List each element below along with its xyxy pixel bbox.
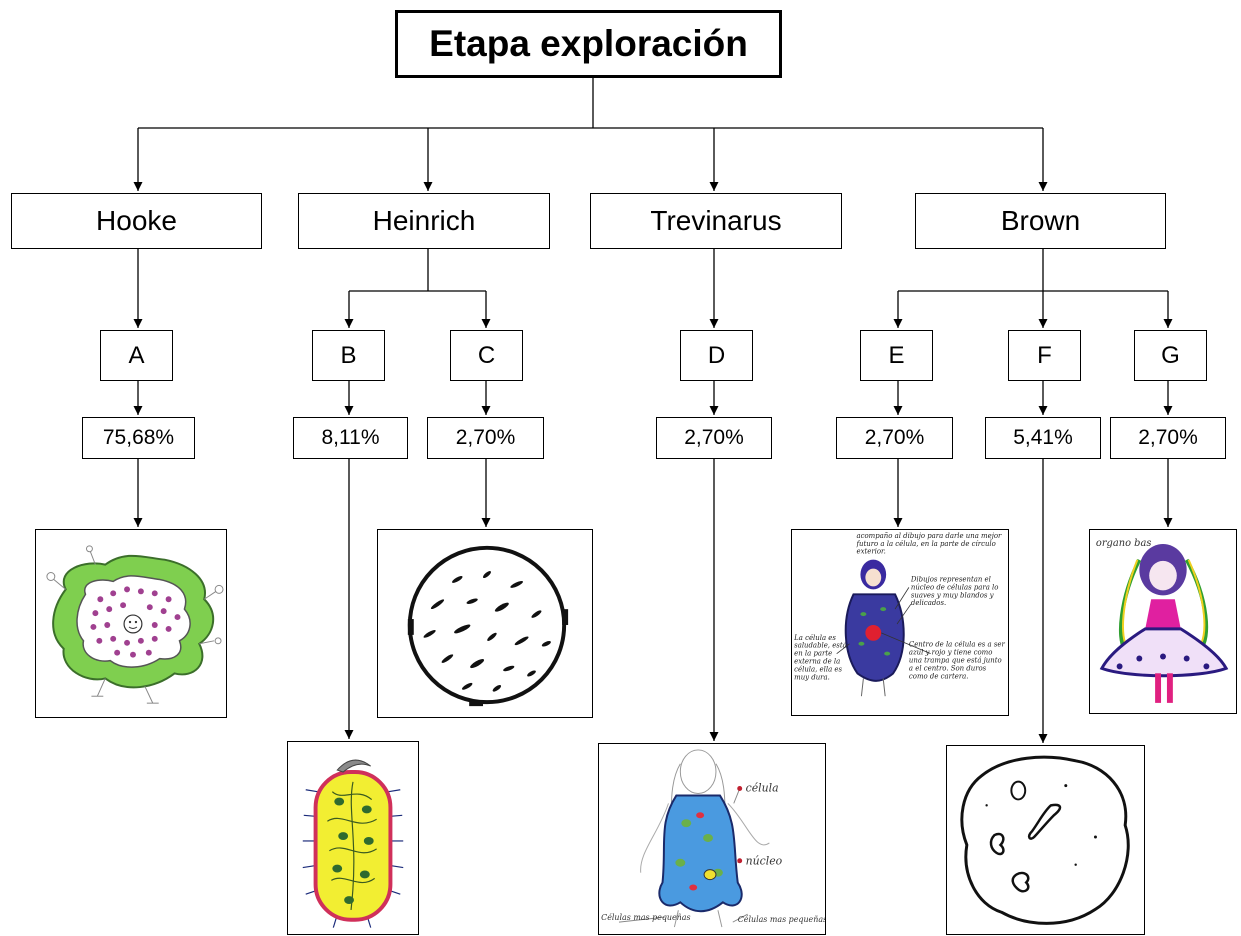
cell-drawing-a-image [46, 545, 224, 704]
drawing-e: acompaño al dibujo para darle una mejor … [791, 529, 1009, 716]
cell-drawing-b-image [302, 759, 404, 928]
percent-f: 5,41% [985, 417, 1101, 459]
note-e-right: Centro de la célula es a ser azul y rojo… [908, 640, 1005, 681]
percent-a: 75,68% [82, 417, 195, 459]
category-d: D [680, 330, 753, 381]
percent-d: 2,70% [656, 417, 772, 459]
note-g: organo bas [1096, 538, 1152, 549]
category-a: A [100, 330, 173, 381]
cell-drawing-d-image: célula núcleo Células mas pequeñas Célul… [601, 749, 825, 928]
category-f: F [1008, 330, 1081, 381]
cell-drawing-g-image: organo bas [1096, 538, 1229, 703]
category-e: E [860, 330, 933, 381]
note-e-left: La célula es saludable, está en la parte… [794, 633, 847, 682]
category-g: G [1134, 330, 1207, 381]
note-e-mid: Dibujos representan el núcleo de células… [910, 575, 999, 608]
drawing-a [35, 529, 227, 718]
cell-drawing-c-image [407, 545, 569, 707]
drawing-g: organo bas [1089, 529, 1237, 714]
label-nucleo: núcleo [746, 855, 783, 868]
scientist-hooke: Hooke [11, 193, 262, 249]
category-b: B [312, 330, 385, 381]
label-celulas-pequenas-left: Células mas pequeñas [601, 913, 690, 922]
cell-drawing-e-image: acompaño al dibujo para darle una mejor … [794, 531, 1005, 697]
percent-b: 8,11% [293, 417, 408, 459]
label-celula: célula [746, 782, 779, 795]
scientist-trevinarus: Trevinarus [590, 193, 842, 249]
drawing-b [287, 741, 419, 935]
diagram-title: Etapa exploración [395, 10, 782, 78]
scientist-heinrich: Heinrich [298, 193, 550, 249]
scientist-brown: Brown [915, 193, 1166, 249]
category-c: C [450, 330, 523, 381]
label-celulas-pequenas-right: Células mas pequeñas [738, 915, 825, 924]
drawing-c [377, 529, 593, 718]
percent-c: 2,70% [427, 417, 544, 459]
note-e-top: acompaño al dibujo para darle una mejor … [856, 531, 1002, 556]
cell-drawing-f-image [960, 755, 1130, 925]
drawing-f [946, 745, 1145, 935]
percent-e: 2,70% [836, 417, 953, 459]
percent-g: 2,70% [1110, 417, 1226, 459]
drawing-d: célula núcleo Células mas pequeñas Célul… [598, 743, 826, 935]
